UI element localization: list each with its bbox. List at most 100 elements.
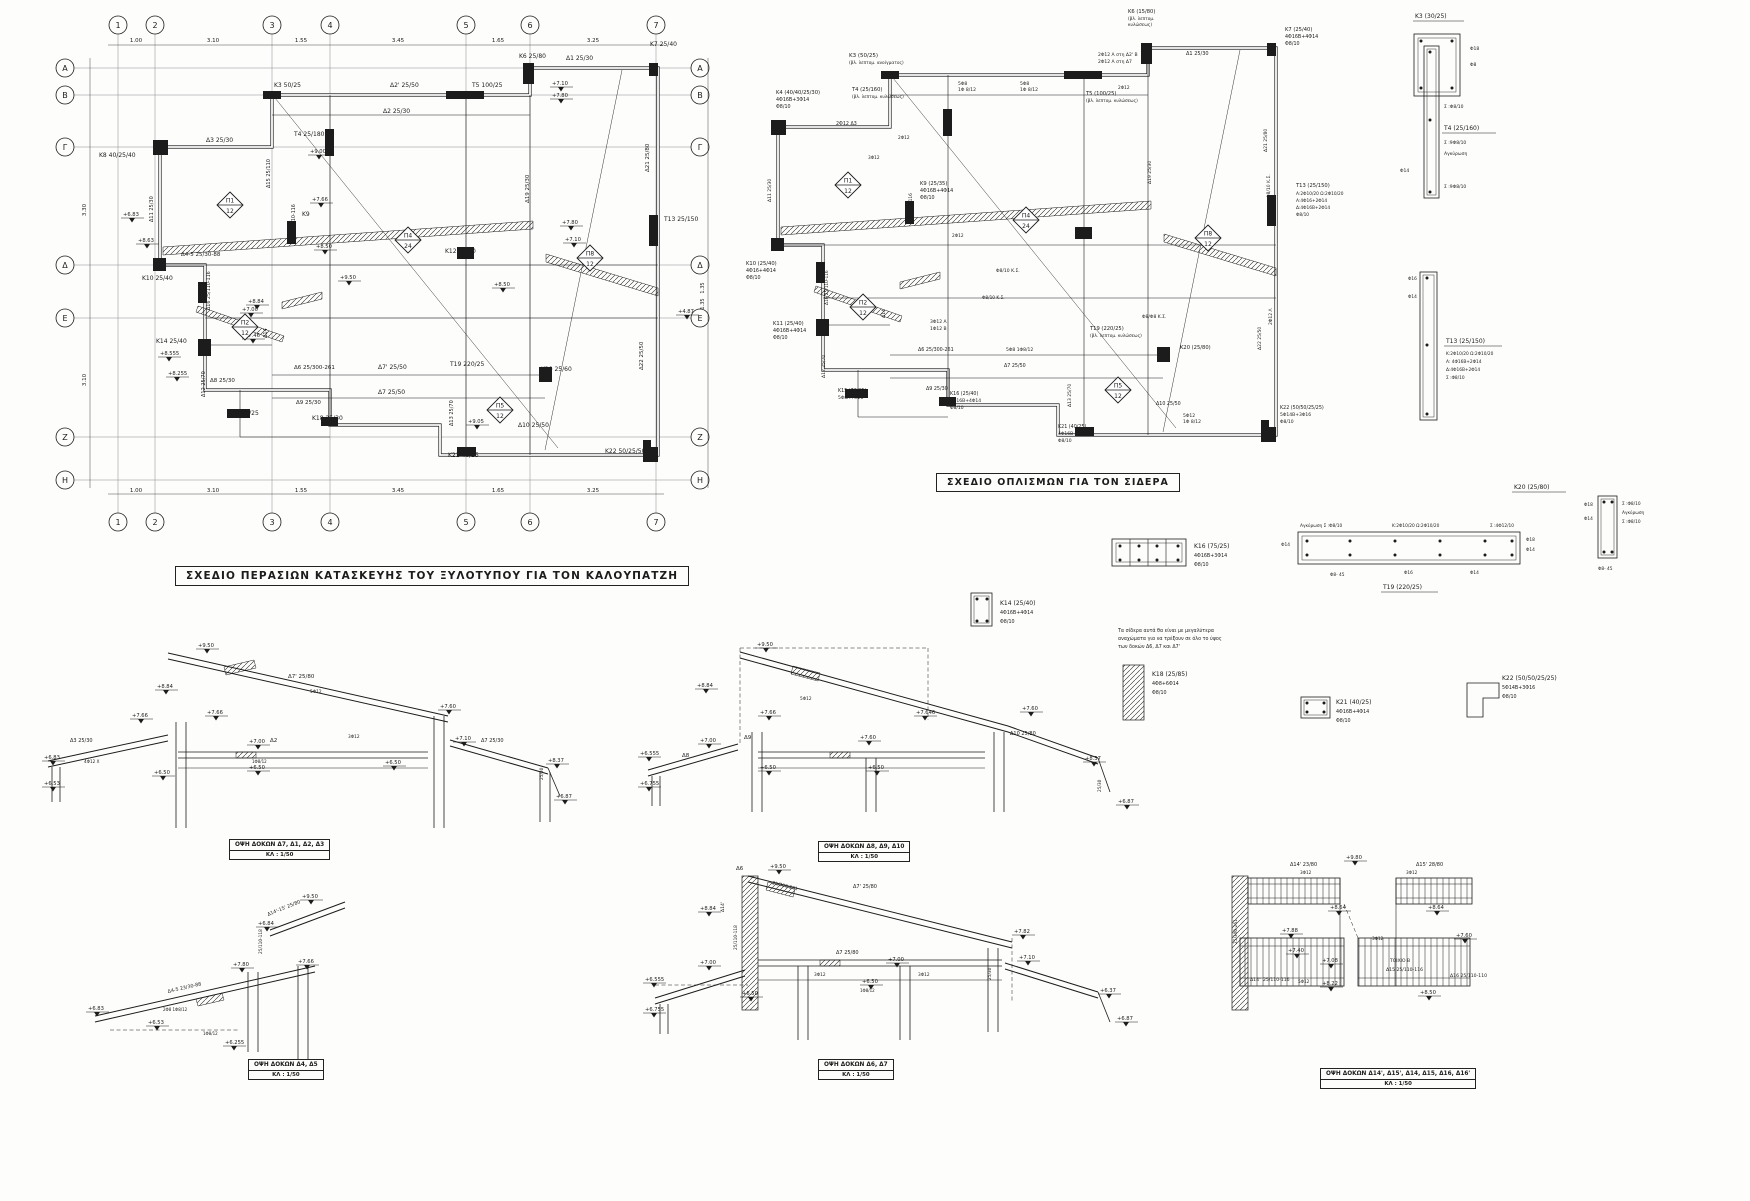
member-outline [1417, 37, 1457, 93]
rebar-dot [1428, 190, 1432, 194]
axis-bubble [690, 58, 710, 78]
level-mark-value: +7.60 [1456, 933, 1472, 939]
annotation-label: Φ8/10 [1285, 41, 1300, 47]
drawing-line [167, 658, 449, 723]
annotation-label: 3Φ12 [1406, 870, 1418, 875]
member-outline [1419, 271, 1438, 421]
elevation-e-title: ΟΨΗ ΔΟΚΩΝ Δ14', Δ15', Δ14, Δ15, Δ16, Δ16… [1321, 1069, 1476, 1080]
level-mark-triangle [706, 912, 712, 917]
hatched-band [1163, 233, 1277, 277]
annotation-label: Δ6 25/300-261 [918, 347, 954, 353]
drawing-line [1007, 725, 1099, 759]
annotation-label: 4Φ16Β+4Φ14 [950, 398, 981, 404]
level-mark-triangle [706, 744, 712, 749]
annotation-label: Δ10 25/80 [1010, 731, 1036, 737]
annotation-label: 5Φ14Β+3Φ16 [1502, 685, 1535, 691]
annotation-label: Δ15 25/110-116 [1386, 967, 1423, 973]
level-mark-triangle [651, 1013, 657, 1018]
callout-top-label: Π1 [226, 198, 235, 205]
annotation-label: Δ8 25/30 [210, 378, 235, 384]
annotation-label: K20 (25/80) [1514, 484, 1549, 491]
annotation-label: K7 25/40 [650, 41, 677, 48]
annotation-label: Σ :Φ8/10 [1622, 519, 1641, 525]
rebar-dot [1510, 539, 1514, 543]
axis-bubble [456, 512, 476, 532]
axis-label: 1 [115, 21, 120, 30]
level-mark-triangle [1336, 911, 1342, 916]
level-mark-triangle [1288, 934, 1294, 939]
annotation-label: 25/110-116 [291, 204, 297, 232]
hatched-band [195, 992, 225, 1007]
drawing-line [654, 975, 746, 1005]
level-mark-triangle [391, 766, 397, 771]
level-mark-value: +8.37 [1085, 756, 1101, 762]
member-outline [1600, 498, 1615, 556]
axis-bubble [108, 512, 128, 532]
axis-label: Ζ [697, 433, 703, 442]
axis-label: Γ [63, 143, 68, 152]
outline-path [1466, 682, 1500, 718]
annotation-label: Κ:2Φ10/20 Ω:2Φ10/20 [1392, 523, 1440, 529]
annotation-label: 4Φ16Β+4Φ14 [773, 328, 806, 334]
axis-label: Ζ [62, 433, 68, 442]
annotation-label: 4Φ16Β+4Φ14 [1336, 709, 1369, 715]
level-mark-value: +6.87 [556, 794, 572, 800]
hatched-band [545, 253, 659, 297]
rebar-dot [1483, 553, 1487, 557]
drawing-line [654, 969, 746, 999]
level-mark-triangle [346, 281, 352, 286]
axis-bubble [55, 470, 75, 490]
level-mark-triangle [766, 771, 772, 776]
annotation-label: Φ8- 45 [1598, 566, 1613, 572]
annotation-label: Δ14 [263, 328, 269, 338]
annotation-label: 1.65 [492, 488, 505, 494]
annotation-label: 4Φ16Β+4Φ14 [920, 188, 953, 194]
annotation-label: Φ8- 45 [1330, 572, 1345, 578]
annotation-label: 3.10 [82, 373, 88, 386]
annotation-label: 1Φ8/12 [203, 1031, 218, 1036]
level-mark-triangle [500, 288, 506, 293]
annotation-label: Σ :Φ8/10 [1444, 104, 1464, 110]
annotation-label: 3.25 [587, 488, 600, 494]
column-fill [153, 140, 168, 155]
level-mark-triangle [204, 649, 210, 654]
drawing-line [1097, 757, 1111, 793]
annotation-label: T13 (25/150) [1295, 183, 1330, 189]
annotation-label: 5Φ14Β+3Φ16 [1280, 412, 1311, 418]
axis-bubble [690, 85, 710, 105]
annotation-label: Φ8/10 [920, 195, 935, 201]
level-mark-value: +6.755 [640, 781, 659, 787]
annotation-label: 1.35 [700, 282, 706, 293]
column-fill [649, 63, 658, 76]
annotation-label: Δ13 25/70 [1067, 384, 1073, 407]
level-mark-value: +8.255 [168, 371, 187, 377]
annotation-label: 4Φ16Β+4Φ14 [1000, 610, 1033, 616]
axis-bubble [690, 137, 710, 157]
annotation-label: 3Φ12 [814, 972, 826, 978]
member-outline [1301, 535, 1517, 561]
level-mark-value: +9.50 [340, 275, 356, 281]
member-outline [1426, 48, 1437, 196]
rebar-dot [1305, 553, 1309, 557]
wall-core [159, 67, 659, 456]
annotation-label: Δ9 25/30 [296, 400, 321, 406]
level-mark-triangle [129, 218, 135, 223]
drawing-line [449, 745, 549, 775]
axis-label: Γ [698, 143, 703, 152]
annotation-label: Σ :9Φ8/10 [1444, 184, 1466, 190]
column-fill [881, 71, 899, 79]
axis-bubble [320, 15, 340, 35]
hatched-band [235, 751, 257, 759]
level-mark-value: +6.84 [258, 921, 275, 927]
level-mark-triangle [174, 377, 180, 382]
drawing-line [274, 97, 559, 449]
column-fill [287, 221, 296, 244]
axis-bubble [320, 512, 340, 532]
level-mark-value: +8.22 [1322, 981, 1338, 987]
level-mark-triangle [554, 764, 560, 769]
level-mark-value: +6.50 [742, 991, 758, 997]
callout-bottom-label: 12 [496, 413, 504, 420]
rebar-dot [1450, 39, 1454, 43]
drawing-line [269, 901, 346, 931]
axis-label: Δ [62, 261, 68, 270]
